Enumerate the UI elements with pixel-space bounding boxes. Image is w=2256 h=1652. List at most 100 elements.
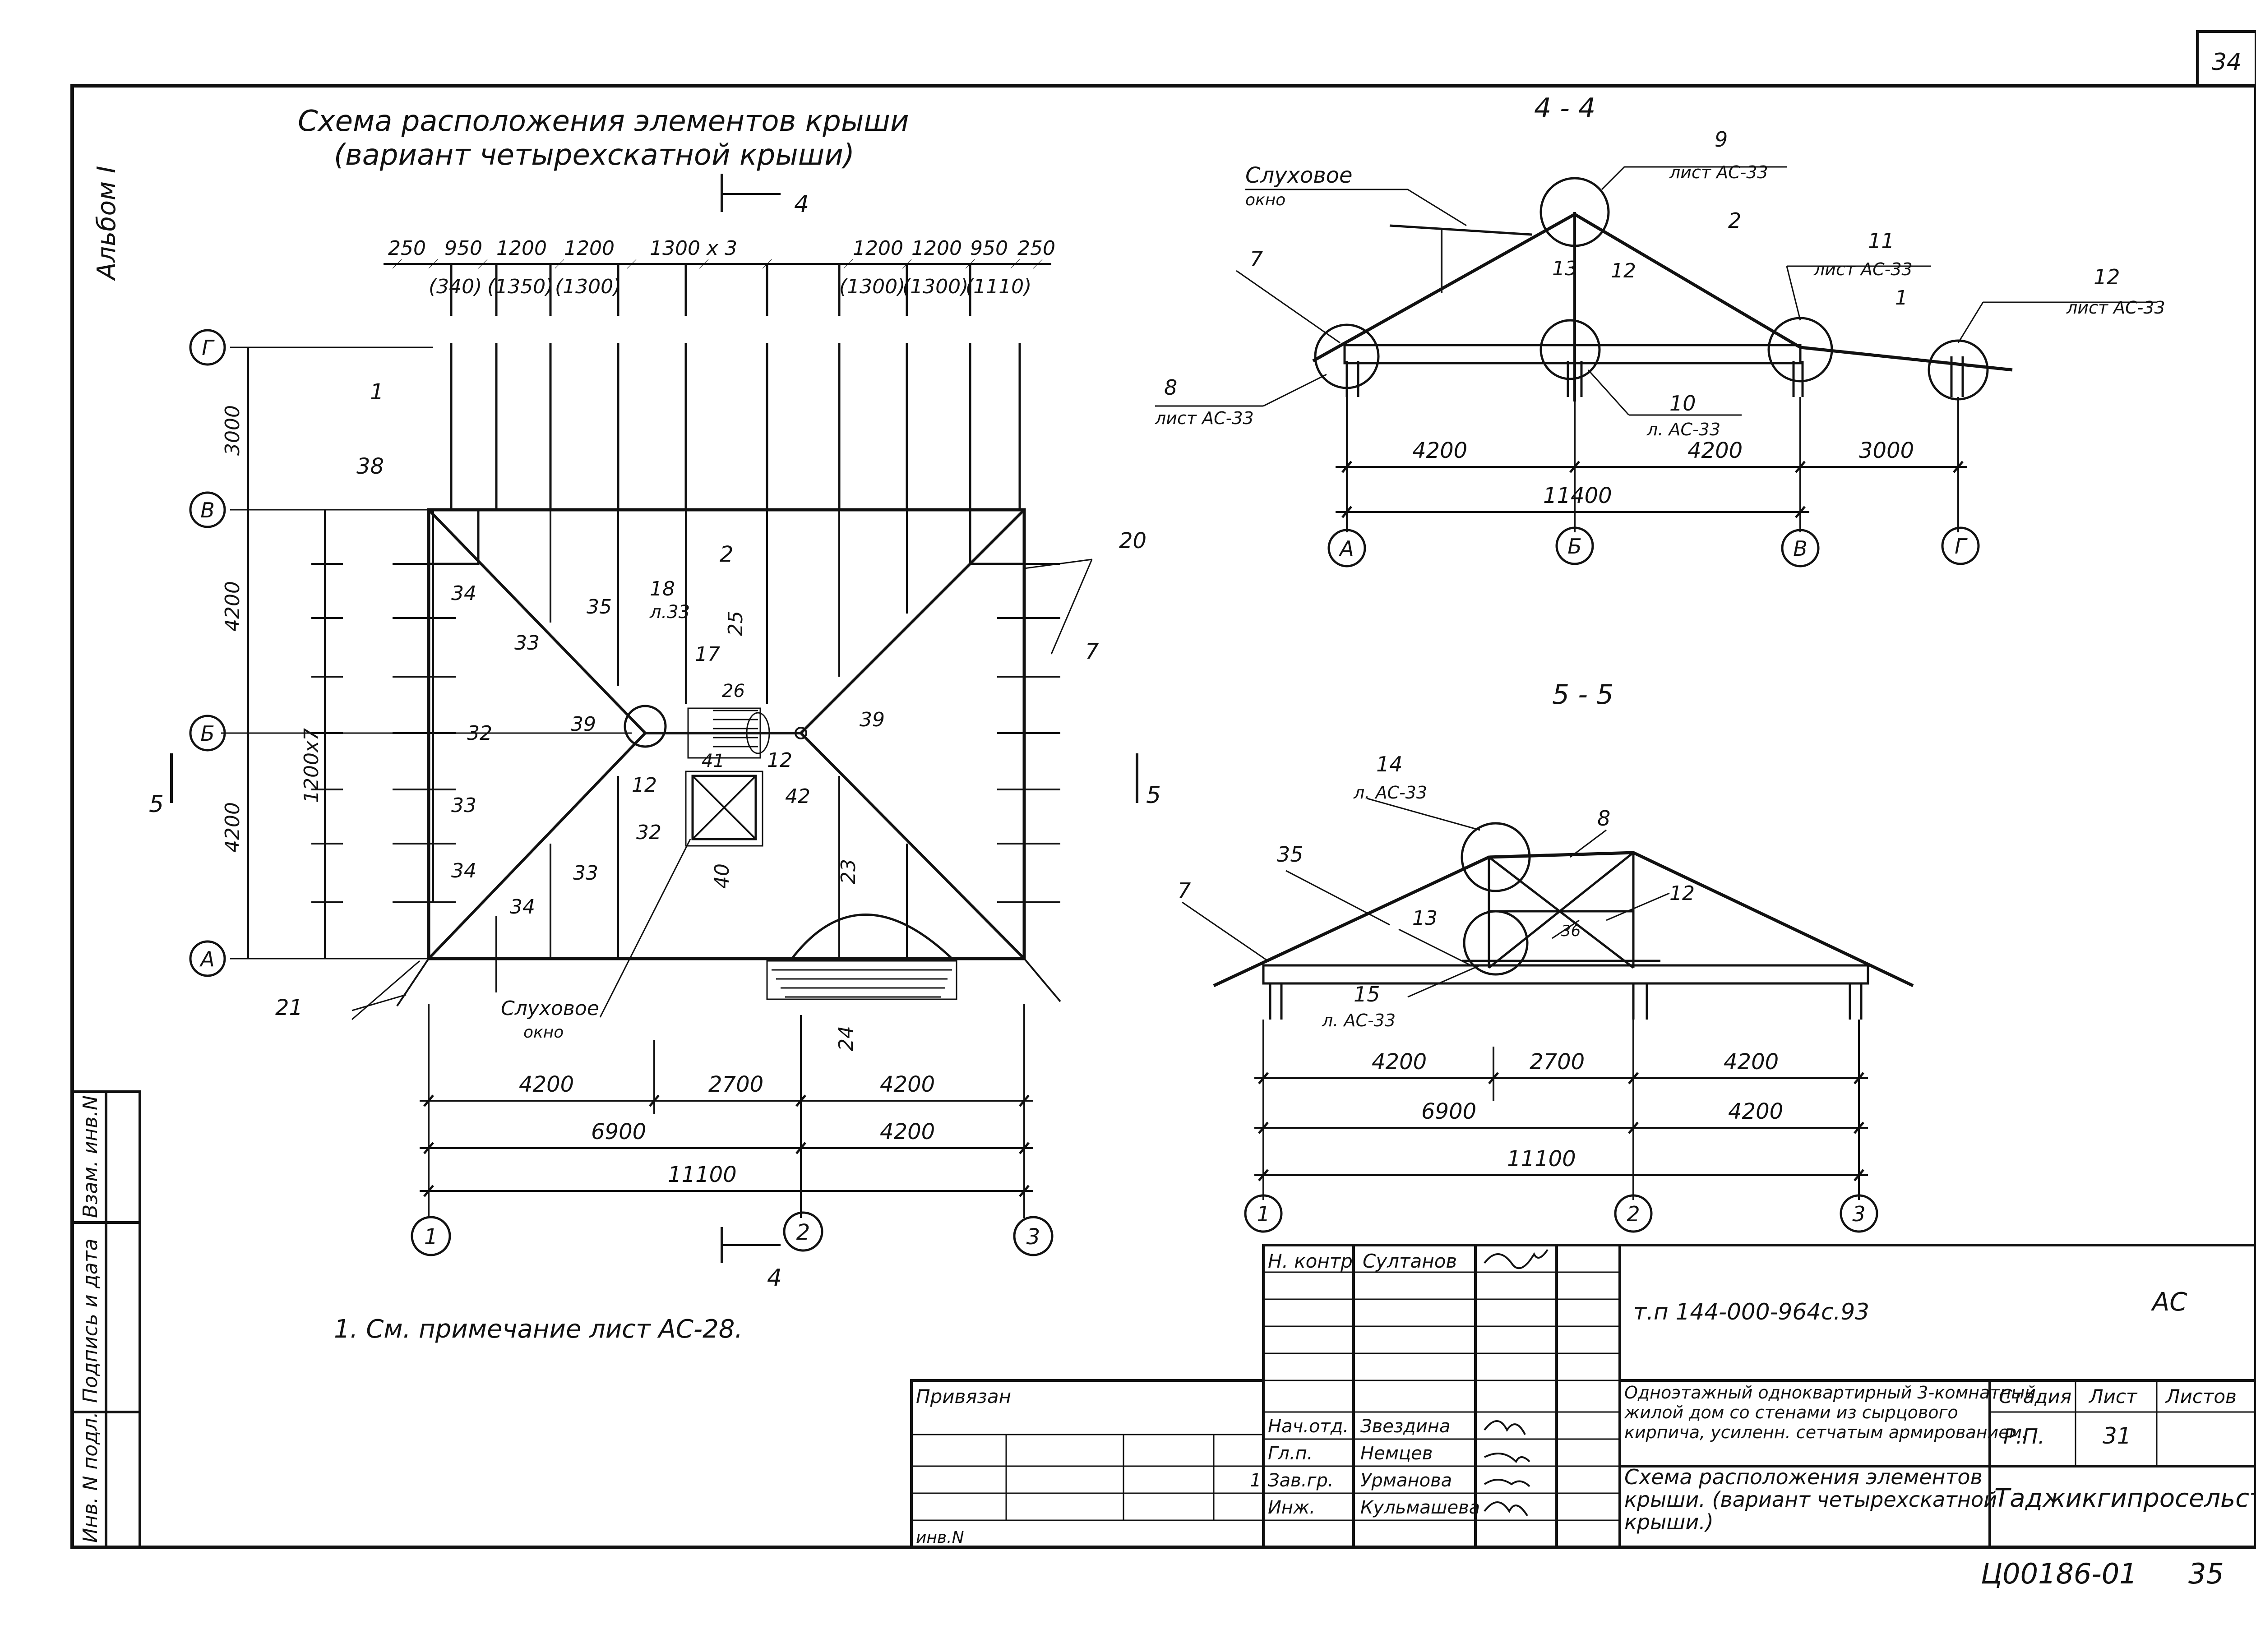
stamp-stage-label: Стадия bbox=[1999, 1385, 2071, 1407]
sheet-number: 34 bbox=[2212, 49, 2242, 76]
album-label: Альбом I bbox=[92, 166, 121, 281]
top-paren-1300-c: (1300) bbox=[902, 275, 968, 298]
stamp-n-kontr: Н. контр bbox=[1268, 1250, 1353, 1272]
label-1: 1 bbox=[370, 379, 384, 405]
sec44-axis-g: Г bbox=[1955, 534, 1968, 558]
label-34-low: 34 bbox=[510, 895, 535, 918]
left-dim-4200-b: 4200 bbox=[221, 802, 244, 853]
axis-row-g: Г bbox=[202, 336, 215, 360]
stamp-privyazan: Привязан bbox=[916, 1385, 1011, 1407]
top-dim-250-right: 250 bbox=[1017, 237, 1055, 260]
label-34-mid: 34 bbox=[451, 859, 476, 882]
label-l33: л.33 bbox=[649, 602, 690, 623]
sec55-callout-35: 35 bbox=[1277, 842, 1304, 867]
sec55-callout-7: 7 bbox=[1178, 878, 1191, 903]
label-25: 25 bbox=[724, 611, 747, 636]
label-18: 18 bbox=[650, 577, 675, 600]
axis-row-v: В bbox=[200, 498, 215, 522]
label-24: 24 bbox=[835, 1026, 858, 1051]
label-34-top: 34 bbox=[451, 582, 476, 605]
side-label-inv: Инв. N подл. bbox=[79, 1412, 102, 1543]
sec44-callout-12-right-sheet: лист АС-33 bbox=[2066, 298, 2165, 318]
label-35: 35 bbox=[587, 595, 612, 618]
section-4-4: 4 - 4 Слуховое окно bbox=[1155, 92, 2165, 568]
sec44-callout-11-sheet: лист АС-33 bbox=[1813, 259, 1913, 279]
sec44-callout-9: 9 bbox=[1715, 127, 1728, 152]
stamp-row-num: 1 bbox=[1250, 1470, 1261, 1491]
label-39-left: 39 bbox=[571, 713, 596, 736]
top-paren-340: (340) bbox=[429, 275, 482, 298]
sec44-callout-12-right: 12 bbox=[2094, 265, 2120, 289]
label-23: 23 bbox=[837, 859, 860, 884]
section-55-title: 5 - 5 bbox=[1552, 679, 1613, 711]
plan-title-line2: (вариант четырехскатной крыши) bbox=[334, 138, 855, 172]
sec44-axis-a: А bbox=[1338, 536, 1354, 561]
label-26: 26 bbox=[722, 681, 745, 701]
stamp-role-4: Инж. bbox=[1268, 1497, 1315, 1518]
top-dim-1200-b: 1200 bbox=[564, 237, 615, 260]
stamp-sheets-label: Листов bbox=[2165, 1385, 2237, 1407]
top-dim-250-left: 250 bbox=[388, 237, 426, 260]
axis-col-2: 2 bbox=[796, 1220, 810, 1245]
sec44-callout-2: 2 bbox=[1728, 208, 1741, 233]
plan-note: 1. См. примечание лист АС-28. bbox=[334, 1315, 743, 1344]
sec55-dim-4200-b: 4200 bbox=[1724, 1049, 1779, 1075]
label-2: 2 bbox=[720, 542, 734, 567]
sec44-dormer-line2: окно bbox=[1245, 191, 1285, 209]
stamp-sheet-label: Лист bbox=[2088, 1385, 2138, 1407]
sec55-callout-15: 15 bbox=[1354, 982, 1380, 1006]
top-paren-1110: (1110) bbox=[966, 275, 1031, 298]
axis-row-a: А bbox=[199, 947, 214, 971]
sec55-callout-8: 8 bbox=[1597, 806, 1610, 831]
label-33-low: 33 bbox=[573, 862, 598, 885]
plan-dormer-line1: Слуховое bbox=[501, 997, 599, 1020]
left-dim-3000: 3000 bbox=[221, 405, 244, 456]
sec44-dormer-line1: Слуховое bbox=[1245, 163, 1353, 188]
plan-dim-4200-c: 4200 bbox=[880, 1119, 935, 1144]
label-42: 42 bbox=[785, 785, 810, 808]
sec44-callout-8: 8 bbox=[1164, 375, 1177, 400]
sec55-dim-2700: 2700 bbox=[1530, 1049, 1585, 1075]
sec44-callout-11: 11 bbox=[1868, 229, 1895, 253]
top-dim-950-left: 950 bbox=[444, 237, 482, 260]
sec55-callout-12: 12 bbox=[1669, 882, 1695, 905]
sec55-callout-36: 36 bbox=[1561, 922, 1581, 940]
label-12-left: 12 bbox=[632, 774, 657, 797]
sec55-axis-2: 2 bbox=[1627, 1202, 1640, 1226]
stamp-sheet-value: 31 bbox=[2103, 1423, 2131, 1449]
label-39-right: 39 bbox=[860, 708, 885, 731]
label-32-mid: 32 bbox=[636, 821, 661, 844]
sec44-callout-7: 7 bbox=[1250, 247, 1263, 271]
plan-dim-4200-a: 4200 bbox=[519, 1072, 574, 1097]
archive-sheet: 35 bbox=[2188, 1557, 2224, 1590]
plan-dim-6900: 6900 bbox=[591, 1119, 646, 1144]
archive-code: Ц00186-01 bbox=[1981, 1557, 2137, 1590]
side-label-signature: Подпись и дата bbox=[79, 1239, 102, 1403]
plan-dim-4200-b: 4200 bbox=[880, 1072, 935, 1097]
label-38: 38 bbox=[356, 454, 384, 479]
plan-dim-11100: 11100 bbox=[668, 1162, 737, 1187]
sec55-dim-6900: 6900 bbox=[1421, 1099, 1476, 1124]
top-paren-1350: (1350) bbox=[487, 275, 553, 298]
plan-dormer-line2: окно bbox=[523, 1023, 564, 1042]
top-dim-1200-d: 1200 bbox=[911, 237, 962, 260]
stamp-name-2: Немцев bbox=[1360, 1443, 1433, 1464]
label-17: 17 bbox=[695, 643, 720, 666]
sec55-axis-3: 3 bbox=[1852, 1202, 1865, 1226]
top-dim-1200-c: 1200 bbox=[853, 237, 903, 260]
left-dim-4200-a: 4200 bbox=[221, 581, 244, 632]
label-33-mid: 33 bbox=[451, 794, 476, 817]
top-dim-1300x3: 1300 x 3 bbox=[650, 237, 737, 260]
section-4-top-label: 4 bbox=[794, 191, 809, 218]
plan-title-line1: Схема расположения элементов крыши bbox=[298, 105, 909, 138]
axis-col-1: 1 bbox=[424, 1224, 438, 1250]
sec44-callout-8-sheet: лист АС-33 bbox=[1155, 408, 1254, 428]
sec44-axis-v: В bbox=[1793, 536, 1808, 561]
sec55-callout-13: 13 bbox=[1412, 907, 1438, 930]
sec55-dim-11100: 11100 bbox=[1507, 1146, 1576, 1172]
sec44-callout-10: 10 bbox=[1669, 391, 1696, 415]
stamp-role-1: Нач.отд. bbox=[1268, 1416, 1349, 1437]
label-32-left: 32 bbox=[467, 722, 492, 745]
label-21: 21 bbox=[275, 995, 303, 1020]
